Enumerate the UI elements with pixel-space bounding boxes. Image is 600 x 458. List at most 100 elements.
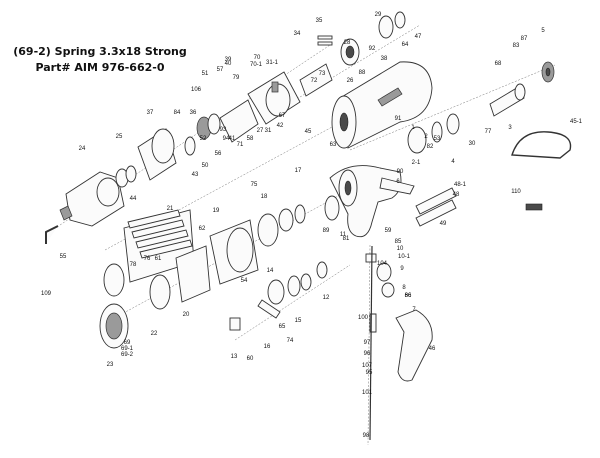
hammer-case: [59, 171, 125, 227]
allen-wrench: [45, 225, 59, 244]
part-label-107: 107: [362, 363, 373, 369]
part-label-17: 17: [295, 168, 302, 174]
part-label-75: 75: [251, 182, 258, 188]
part-label-74: 74: [287, 338, 294, 344]
part-label-54: 54: [241, 278, 248, 284]
part-label-48-1: 48-1: [454, 182, 467, 188]
clutch-parts-upper: [184, 11, 406, 156]
part-label-4: 4: [451, 159, 455, 165]
part-label-98: 98: [363, 433, 370, 439]
part-label-36: 36: [190, 110, 197, 116]
part-label-1: 1: [411, 125, 415, 131]
part-label-92: 92: [369, 46, 376, 52]
part-label-106: 106: [191, 87, 202, 93]
part-label-83: 83: [513, 43, 520, 49]
part-label-109: 109: [41, 291, 52, 297]
part-label-86: 86: [405, 293, 412, 299]
part-label-5: 5: [541, 28, 545, 34]
part-label-44: 44: [130, 196, 137, 202]
part-label-87: 87: [521, 36, 528, 42]
part-label-96: 96: [364, 351, 371, 357]
part-label-37: 37: [147, 110, 154, 116]
part-label-31: 31: [265, 128, 272, 134]
part-label-71: 71: [237, 142, 244, 148]
part-label-14: 14: [267, 268, 274, 274]
part-label-30: 30: [469, 141, 476, 147]
part-label-73: 73: [319, 71, 326, 77]
part-label-59: 59: [385, 228, 392, 234]
part-label-65: 65: [279, 324, 286, 330]
part-label-26: 26: [347, 78, 354, 84]
part-label-88: 88: [359, 70, 366, 76]
part-label-72: 72: [311, 78, 318, 84]
part-label-21: 21: [167, 206, 174, 212]
part-label-9: 9: [400, 266, 404, 272]
part-label-70: 70: [254, 55, 261, 61]
part-label-3: 3: [508, 125, 512, 131]
part-label-81: 81: [343, 236, 350, 242]
part-label-15: 15: [295, 318, 302, 324]
part-label-19: 19: [213, 208, 220, 214]
part-label-66: 66: [405, 293, 412, 299]
part-label-11: 11: [340, 232, 347, 238]
part-label-20: 20: [183, 312, 190, 318]
part-label-95: 95: [366, 370, 373, 376]
part-label-68: 68: [495, 61, 502, 67]
part-label-50: 50: [202, 163, 209, 169]
part-label-42: 42: [277, 123, 284, 129]
part-label-22: 22: [151, 331, 158, 337]
part-label-51: 51: [202, 71, 209, 77]
rotor-vanes: [127, 209, 193, 259]
part-label-38: 38: [381, 56, 388, 62]
motor-housing-cylinder: [331, 61, 433, 149]
part-label-29: 29: [375, 12, 382, 18]
part-label-97: 97: [364, 340, 371, 346]
rotor-cylinder-group: [99, 204, 306, 349]
part-label-2-1: 2-1: [412, 160, 421, 166]
part-label-70-1: 70-1: [250, 62, 263, 68]
part-label-35: 35: [316, 18, 323, 24]
part-label-82: 82: [427, 144, 434, 150]
part-label-18: 18: [261, 194, 268, 200]
part-label-12: 12: [323, 295, 330, 301]
part-label-27: 27: [257, 128, 264, 134]
part-label-78: 78: [130, 262, 137, 268]
part-label-100: 100: [358, 315, 369, 321]
part-label-34: 34: [294, 31, 301, 37]
part-label-63: 63: [330, 142, 337, 148]
part-label-57: 57: [217, 67, 224, 73]
handle-housing: [329, 165, 415, 238]
part-label-13: 13: [231, 354, 238, 360]
part-label-89: 89: [323, 228, 330, 234]
part-label-45: 45: [305, 129, 312, 135]
part-label-45-1: 45-1: [570, 119, 583, 125]
part-label-6: 6: [396, 179, 400, 185]
part-label-7: 7: [412, 307, 416, 313]
part-label-53: 53: [434, 136, 441, 142]
part-label-84: 84: [174, 110, 181, 116]
part-label-93: 93: [220, 127, 227, 133]
part-label-60: 60: [247, 356, 254, 362]
air-inlet-parts: [365, 187, 543, 441]
part-label-69: 69: [124, 340, 131, 346]
part-label-69-1: 69-1: [121, 346, 134, 352]
part-label-49: 49: [440, 221, 447, 227]
part-number-labels: 122-134567891010-11112131415161718192021…: [41, 12, 583, 439]
part-label-47: 47: [415, 34, 422, 40]
part-label-69-2: 69-2: [121, 352, 134, 358]
front-cover-parts: [115, 128, 177, 188]
part-label-46: 46: [429, 346, 436, 352]
part-label-31-1: 31-1: [266, 60, 279, 66]
part-label-55: 55: [60, 254, 67, 260]
part-label-61: 61: [155, 256, 162, 262]
part-label-77: 77: [485, 129, 492, 135]
part-label-62: 62: [199, 226, 206, 232]
part-label-23: 23: [107, 362, 114, 368]
part-label-56: 56: [215, 151, 222, 157]
part-label-8: 8: [402, 285, 406, 291]
part-label-43: 43: [192, 172, 199, 178]
caption-part-number: Part# AIM 976-662-0: [35, 61, 165, 74]
part-label-48: 48: [453, 192, 460, 198]
hanger-bail: [511, 131, 572, 159]
